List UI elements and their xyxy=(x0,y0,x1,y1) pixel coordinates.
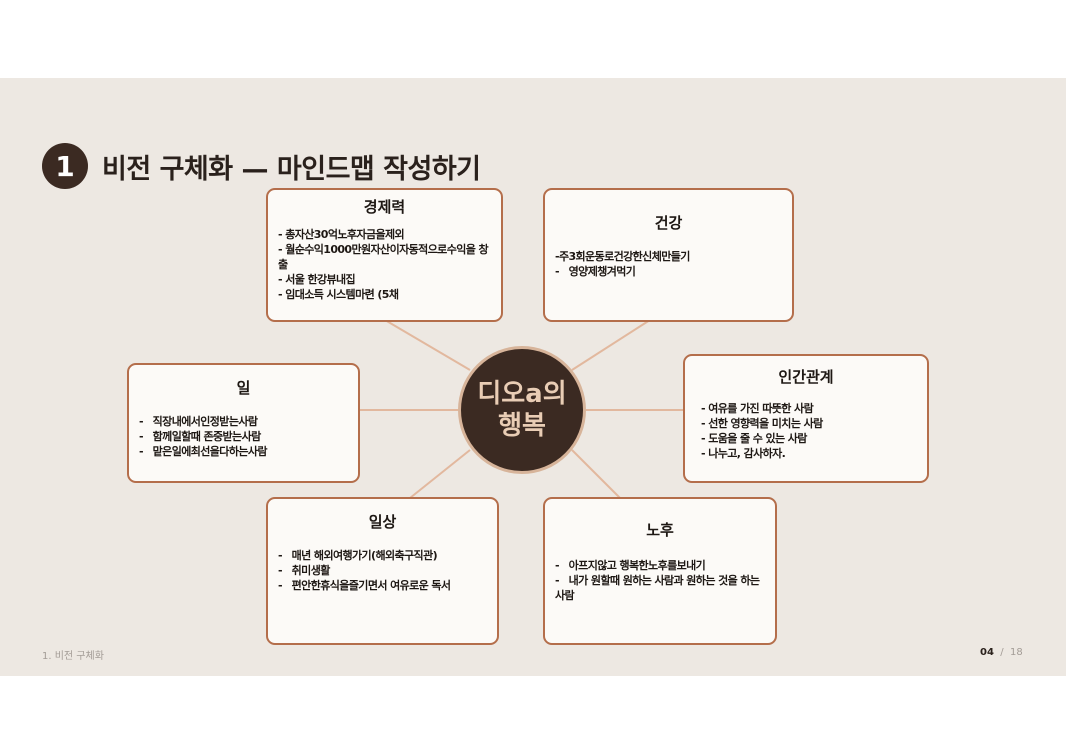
node-economy-title: 경제력 xyxy=(363,198,406,216)
connector-health xyxy=(571,319,651,371)
center-node-line2: 행복 xyxy=(498,411,546,441)
list-item: - 영양제챙겨먹기 xyxy=(555,265,636,278)
node-work: 일 - 직장내에서인정받는사람 - 함께일할때 존중받는사람 - 맡은일에최선을… xyxy=(127,363,360,483)
slide-title: 비전 구체화 — 마인드맵 작성하기 xyxy=(102,153,481,185)
node-retirement-list: - 아프지않고 행복한노후를보내기 - 내가 원할때 원하는 사람과 원하는 것… xyxy=(555,558,765,603)
connector-lines xyxy=(360,319,684,499)
node-relations-list: - 여유를 가진 따뜻한 사람 - 선한 영향력을 미치는 사람 - 도움을 줄… xyxy=(695,401,917,461)
list-item: - 선한 영향력을 미치는 사람 xyxy=(701,417,823,430)
node-economy-list: - 총자산30억노후자금을제외 - 월순수익1000만원자산이자동적으로수익을 … xyxy=(278,227,491,302)
node-health-title: 건강 xyxy=(654,214,683,232)
list-item: - 내가 원할때 원하는 사람과 원하는 것을 하는 사람 xyxy=(555,574,763,602)
connector-daily xyxy=(409,449,471,499)
list-item: - 임대소득 시스템마련 (5채 xyxy=(278,288,399,301)
list-item: - 편안한휴식을즐기면서 여유로운 독서 xyxy=(278,579,451,592)
node-daily: 일상 - 매년 해외여행가기(해외축구직관) - 취미생활 - 편안한휴식을즐기… xyxy=(266,497,499,645)
node-health-list: -주3회운동로건강한신체만들기 - 영양제챙겨먹기 xyxy=(555,249,782,279)
list-item: - 월순수익1000만원자산이자동적으로수익을 창출 xyxy=(278,243,489,271)
node-daily-list: - 매년 해외여행가기(해외축구직관) - 취미생활 - 편안한휴식을즐기면서 … xyxy=(278,548,487,593)
center-node-line1: 디오a의 xyxy=(477,379,567,409)
list-item: - 매년 해외여행가기(해외축구직관) xyxy=(278,549,438,562)
section-number-badge: 1 xyxy=(42,143,88,189)
footer-section-label: 1. 비전 구체화 xyxy=(42,651,104,662)
slide: 1 비전 구체화 — 마인드맵 작성하기 경제력 - 총자산30억노후자금을제외… xyxy=(0,78,1066,676)
node-health: 건강 -주3회운동로건강한신체만들기 - 영양제챙겨먹기 xyxy=(543,188,794,322)
list-item: - 총자산30억노후자금을제외 xyxy=(278,228,405,241)
list-item: - 직장내에서인정받는사람 xyxy=(139,415,258,428)
node-work-list: - 직장내에서인정받는사람 - 함께일할때 존중받는사람 - 맡은일에최선을다하… xyxy=(139,414,348,459)
node-retirement: 노후 - 아프지않고 행복한노후를보내기 - 내가 원할때 원하는 사람과 원하… xyxy=(543,497,777,645)
list-item: - 나누고, 감사하자. xyxy=(701,447,786,460)
list-item: -주3회운동로건강한신체만들기 xyxy=(555,250,690,263)
node-daily-title: 일상 xyxy=(368,513,397,531)
node-retirement-title: 노후 xyxy=(646,521,674,539)
list-item: - 맡은일에최선을다하는사람 xyxy=(139,445,268,458)
node-relations-title: 인간관계 xyxy=(778,368,834,386)
connector-retirement xyxy=(571,449,621,499)
list-item: - 도움을 줄 수 있는 사람 xyxy=(701,432,807,445)
page-total: 18 xyxy=(1010,647,1023,658)
list-item: - 취미생활 xyxy=(278,564,330,577)
list-item: - 여유를 가진 따뜻한 사람 xyxy=(701,402,814,415)
connector-economy xyxy=(384,319,471,371)
center-node: 디오a의 행복 xyxy=(458,346,586,474)
list-item: - 서울 한강뷰내집 xyxy=(278,273,356,286)
list-item: - 아프지않고 행복한노후를보내기 xyxy=(555,559,706,572)
page-indicator: 04 / 18 xyxy=(980,647,1023,658)
node-economy: 경제력 - 총자산30억노후자금을제외 - 월순수익1000만원자산이자동적으로… xyxy=(266,188,503,322)
list-item: - 함께일할때 존중받는사람 xyxy=(139,430,261,443)
slide-header: 1 비전 구체화 — 마인드맵 작성하기 xyxy=(42,143,481,189)
node-work-title: 일 xyxy=(236,379,251,397)
page-current: 04 xyxy=(980,647,994,658)
node-relations: 인간관계 - 여유를 가진 따뜻한 사람 - 선한 영향력을 미치는 사람 - … xyxy=(683,354,929,483)
page-separator: / xyxy=(1000,647,1004,658)
